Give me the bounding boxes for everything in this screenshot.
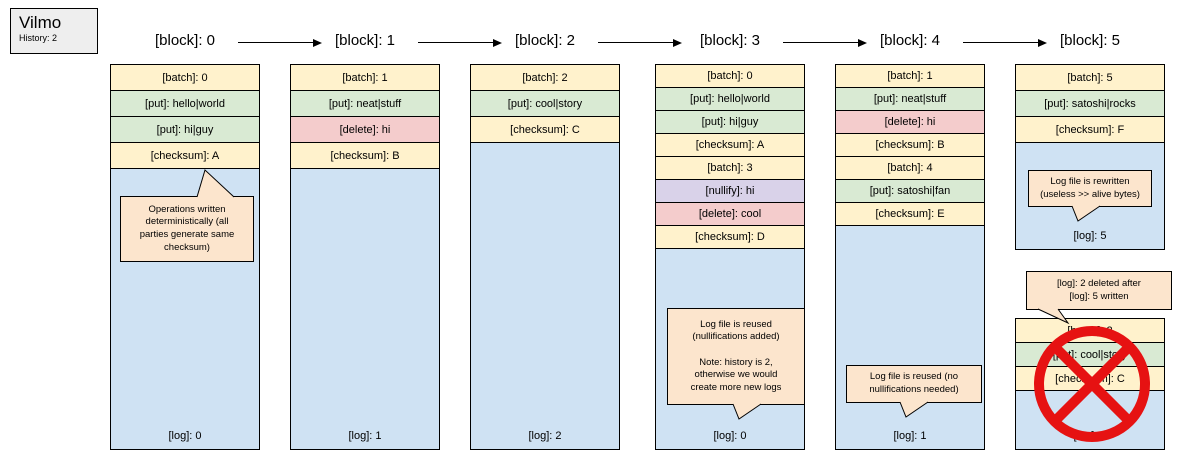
op-row-put: [put]: neat|stuff	[291, 91, 439, 117]
title-box: Vilmo History: 2	[10, 8, 98, 54]
page-title: Vilmo	[19, 13, 62, 32]
op-row-put: [put]: hi|guy	[111, 117, 259, 143]
log-area: [log]: 2	[471, 143, 619, 449]
operation-rows: [batch]: 0[put]: hello|world[put]: hi|gu…	[111, 65, 259, 169]
op-row-put: [put]: hello|world	[656, 88, 804, 111]
op-row-put: [put]: satoshi|rocks	[1016, 91, 1164, 117]
block-header-5: [block]: 5	[1059, 32, 1121, 49]
callout-deterministic: Operations written deterministically (al…	[120, 169, 254, 262]
op-row-checksum: [checksum]: C	[471, 117, 619, 143]
arrow-right-icon	[783, 39, 867, 47]
operation-rows: [batch]: 1[put]: neat|stuff[delete]: hi[…	[291, 65, 439, 169]
arrow-right-icon	[598, 39, 682, 47]
callout-log-reused-nullifications: Log file is reused (nullifications added…	[667, 308, 805, 420]
arrow-right-icon	[418, 39, 502, 47]
block-header-0: [block]: 0	[154, 32, 216, 49]
callout-tail	[196, 169, 235, 198]
callout-log-deleted: [log]: 2 deleted after [log]: 5 written	[1026, 271, 1172, 325]
op-row-batch: [batch]: 2	[471, 65, 619, 91]
callout-text: [log]: 2 deleted after [log]: 5 written	[1026, 271, 1172, 310]
log-area: [log]: 1	[291, 169, 439, 449]
op-row-put: [put]: neat|stuff	[836, 88, 984, 111]
log-label: [log]: 0	[713, 430, 747, 442]
callout-tail	[1071, 205, 1101, 222]
op-row-batch: [batch]: 4	[836, 157, 984, 180]
callout-log-rewritten: Log file is rewritten (useless >> alive …	[1028, 170, 1152, 222]
op-row-checksum: [checksum]: F	[1016, 117, 1164, 143]
arrow-right-icon	[238, 39, 322, 47]
op-row-checksum: [checksum]: D	[656, 226, 804, 249]
callout-log-reused: Log file is reused (no nullifications ne…	[846, 365, 982, 418]
op-row-batch: [batch]: 5	[1016, 65, 1164, 91]
op-row-nullify: [nullify]: hi	[656, 180, 804, 203]
history-subtitle: History: 2	[19, 33, 58, 43]
op-row-delete: [delete]: hi	[291, 117, 439, 143]
callout-text: Log file is reused (nullifications added…	[667, 308, 805, 405]
log-label: [log]: 5	[1073, 230, 1107, 242]
op-row-checksum: [checksum]: E	[836, 203, 984, 226]
log-label: [log]: 1	[893, 430, 927, 442]
block-header-2: [block]: 2	[514, 32, 576, 49]
block-header-4: [block]: 4	[879, 32, 941, 49]
block-header-1: [block]: 1	[334, 32, 396, 49]
callout-text: Operations written deterministically (al…	[120, 196, 254, 262]
op-row-delete: [delete]: hi	[836, 111, 984, 134]
callout-tail	[1037, 308, 1070, 325]
block-header-3: [block]: 3	[699, 32, 761, 49]
operation-rows: [batch]: 1[put]: neat|stuff[delete]: hi[…	[836, 65, 984, 226]
callout-text: Log file is reused (no nullifications ne…	[846, 365, 982, 403]
op-row-batch: [batch]: 0	[656, 65, 804, 88]
op-row-put: [put]: cool|story	[471, 91, 619, 117]
block-column-2: [batch]: 2[put]: cool|story[checksum]: C…	[470, 64, 620, 450]
log-label: [log]: 2	[528, 430, 562, 442]
prohibition-icon	[1034, 326, 1150, 442]
op-row-delete: [delete]: cool	[656, 203, 804, 226]
operation-rows: [batch]: 5[put]: satoshi|rocks[checksum]…	[1016, 65, 1164, 143]
op-row-checksum: [checksum]: B	[291, 143, 439, 169]
log-label: [log]: 0	[168, 430, 202, 442]
op-row-checksum: [checksum]: A	[656, 134, 804, 157]
op-row-batch: [batch]: 0	[111, 65, 259, 91]
callout-tail	[899, 401, 929, 418]
callout-tail	[732, 403, 762, 420]
op-row-checksum: [checksum]: A	[111, 143, 259, 169]
op-row-checksum: [checksum]: B	[836, 134, 984, 157]
arrow-right-icon	[963, 39, 1047, 47]
op-row-put: [put]: hello|world	[111, 91, 259, 117]
op-row-put: [put]: hi|guy	[656, 111, 804, 134]
callout-text: Log file is rewritten (useless >> alive …	[1028, 170, 1152, 207]
op-row-put: [put]: satoshi|fan	[836, 180, 984, 203]
op-row-batch: [batch]: 1	[836, 65, 984, 88]
operation-rows: [batch]: 2[put]: cool|story[checksum]: C	[471, 65, 619, 143]
operation-rows: [batch]: 0[put]: hello|world[put]: hi|gu…	[656, 65, 804, 249]
block-column-1: [batch]: 1[put]: neat|stuff[delete]: hi[…	[290, 64, 440, 450]
log-label: [log]: 1	[348, 430, 382, 442]
op-row-batch: [batch]: 3	[656, 157, 804, 180]
op-row-batch: [batch]: 1	[291, 65, 439, 91]
